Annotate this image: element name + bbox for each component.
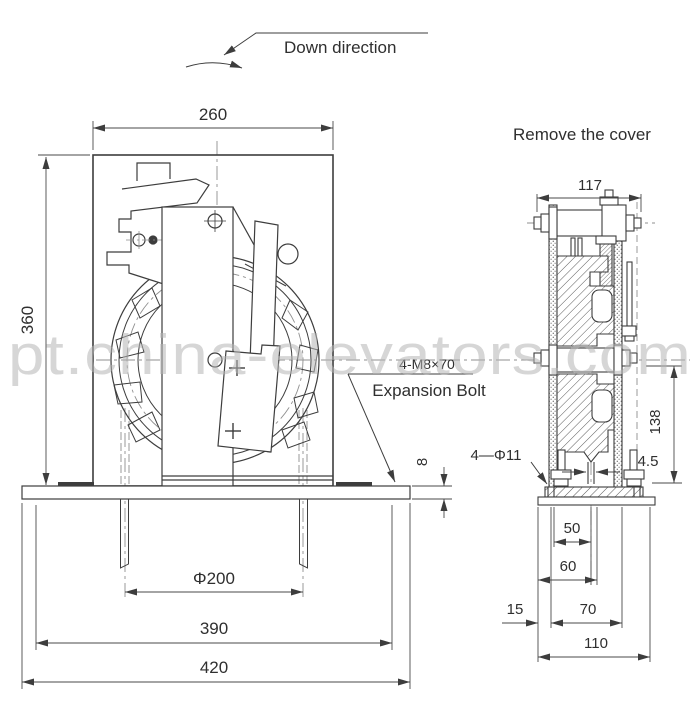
front-dimensions: 260 360 8 Φ200 390 [18, 105, 452, 689]
front-view [21, 141, 690, 601]
dim-15-70: 15 70 [502, 601, 622, 627]
dim-260-text: 260 [199, 105, 227, 124]
cross-marks [225, 360, 245, 439]
gusset-left [58, 482, 94, 486]
bolt-spec-text: 4-M8×70 [399, 356, 455, 372]
dim-117-text: 117 [578, 177, 602, 194]
lower-support-bar [162, 475, 333, 481]
down-direction-text: Down direction [284, 38, 396, 57]
gusset-right [336, 482, 372, 486]
down-direction-note: Down direction [185, 32, 428, 69]
dim-360: 360 [18, 154, 90, 485]
dim-420: 420 [21, 503, 411, 689]
dim-phi200: Φ200 [125, 569, 303, 596]
anchor-bolts [550, 449, 645, 487]
base-plate [21, 482, 411, 500]
dim-390: 390 [35, 505, 393, 650]
dim-phi200-text: Φ200 [193, 569, 235, 588]
hub-casting-lower [556, 373, 615, 463]
pawl-bracket [106, 162, 210, 305]
dim-60: 60 [538, 558, 597, 584]
dim-8: 8 [412, 458, 452, 518]
dim-4-5: 4.5 [562, 453, 659, 476]
side-base [537, 486, 656, 506]
interior-bolt [621, 261, 637, 342]
watermark-text: pt.china-elevators.com [8, 323, 692, 387]
weight-plate [217, 344, 281, 453]
dim-117: 117 [536, 177, 642, 212]
side-dimensions: 117 138 4.5 50 [502, 177, 682, 662]
governor-ropes [120, 499, 308, 569]
dim-390-text: 390 [200, 619, 228, 638]
dim-4-5-text: 4.5 [638, 453, 659, 470]
dim-50: 50 [554, 520, 591, 546]
hole-spec-text: 4—Φ11 [471, 447, 522, 464]
dim-420-text: 420 [200, 658, 228, 677]
dim-70-text: 70 [580, 601, 597, 618]
rope-wedge [587, 462, 595, 484]
dim-138-text: 138 [647, 409, 664, 434]
hole-spec-note: 4—Φ11 [471, 447, 548, 485]
dim-110: 110 [538, 635, 650, 661]
dim-50-text: 50 [564, 520, 581, 537]
hub-casting-upper [556, 255, 615, 347]
rotation-arrow [185, 60, 243, 69]
dim-360-text: 360 [18, 306, 37, 334]
dim-15-text: 15 [507, 601, 524, 618]
mid-shaft [533, 344, 638, 376]
remove-cover-text: Remove the cover [513, 125, 651, 144]
bolt-name-text: Expansion Bolt [372, 381, 486, 400]
side-base-strip [537, 496, 656, 506]
dim-8-text: 8 [414, 458, 431, 466]
dim-60-text: 60 [560, 558, 577, 575]
dim-138: 138 [646, 365, 682, 484]
dim-260: 260 [92, 105, 334, 150]
lever-ear [277, 243, 299, 265]
dim-110-text: 110 [584, 635, 608, 652]
expansion-bolt-note: 4-M8×70 Expansion Bolt [347, 356, 486, 483]
